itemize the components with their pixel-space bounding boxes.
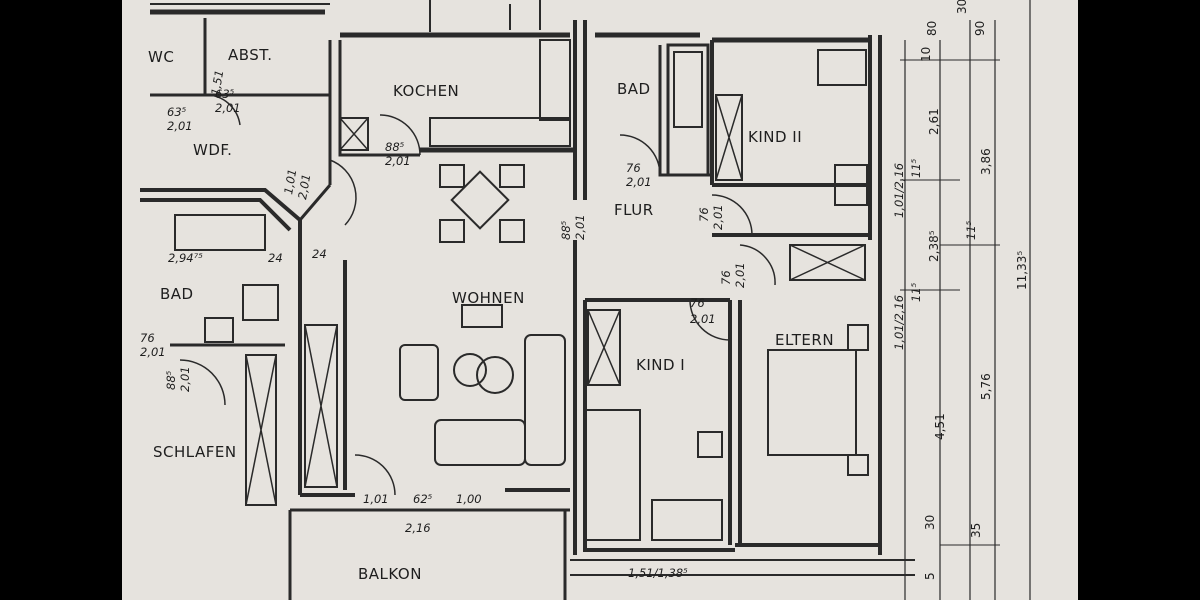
- room-label-eltern: ELTERN: [775, 331, 834, 349]
- dim-window-kind2: 1,01/2,16: [892, 163, 906, 218]
- dim-col4-11335: 11,33⁵: [1015, 251, 1029, 290]
- dim-wc-door-height: 2,01: [167, 119, 193, 133]
- dim-wall-115-a: 11⁵: [909, 158, 923, 178]
- dim-bad-left-wall: 2,94⁷⁵: [168, 251, 203, 265]
- dim-wdf-door-height: 2,01: [295, 173, 313, 201]
- dim-kochen-door-height: 2,01: [385, 154, 411, 168]
- dim-abst-door-width: 63⁵: [215, 87, 235, 101]
- dim-wc-window: 1,51: [208, 69, 226, 97]
- dim-schlafen-door-width: 88⁵: [164, 370, 178, 390]
- dim-balkon-door-a: 1,01: [363, 492, 389, 506]
- dim-kind1-door-width: 76: [690, 296, 705, 310]
- dim-kind2-door-height: 2,01: [711, 204, 725, 230]
- dim-col4-30: 30: [955, 0, 969, 14]
- left-black-bar: [0, 0, 122, 600]
- dim-balkon-door-c: 1,00: [456, 492, 482, 506]
- room-label-bad-left: BAD: [160, 285, 194, 303]
- right-black-bar: [1078, 0, 1200, 600]
- dim-wall-115-c: 11⁵: [909, 282, 923, 302]
- dim-col1-451: 4,51: [933, 413, 947, 440]
- room-label-kochen: KOCHEN: [393, 82, 459, 100]
- dim-flur-opening-width: 88⁵: [559, 220, 573, 240]
- room-label-abst: ABST.: [228, 46, 272, 64]
- room-label-kind-2: KIND II: [748, 128, 802, 146]
- room-label-balkon: BALKON: [358, 565, 422, 583]
- dim-wc-door-width: 63⁵: [167, 105, 187, 119]
- dim-col1-5: 5: [923, 572, 937, 580]
- dim-window-eltern: 1,01/2,16: [892, 295, 906, 350]
- dim-wdf-door-width: 1,01: [281, 168, 299, 196]
- dim-wall-115-b: 11⁵: [964, 220, 978, 240]
- dim-bad-door-height: 2,01: [626, 175, 652, 189]
- room-label-bad-top: BAD: [617, 80, 651, 98]
- dim-col1-261: 2,61: [927, 108, 941, 135]
- room-label-wc: WC: [148, 48, 174, 66]
- dim-col2-80: 80: [925, 21, 939, 36]
- dim-kind1-window: 1,51/1,38⁵: [628, 566, 688, 580]
- dim-wall-24b: 24: [312, 247, 327, 261]
- room-label-flur: FLUR: [614, 201, 654, 219]
- dim-bad-door-width: 76: [626, 161, 641, 175]
- room-label-wohnen: WOHNEN: [452, 289, 525, 307]
- dim-col2-35: 35: [969, 523, 983, 538]
- dim-balkon-door-b: 62⁵: [413, 492, 433, 506]
- dim-eltern-door-height: 2,01: [733, 262, 747, 288]
- dim-col1-30: 30: [923, 515, 937, 530]
- dim-kind2-door-width: 76: [697, 207, 711, 222]
- room-labels: WC ABST. WDF. KOCHEN BAD KIND II FLUR BA…: [148, 46, 834, 583]
- dim-kochen-door-width: 88⁵: [385, 140, 405, 154]
- dimension-labels: 63⁵ 2,01 63⁵ 2,01 1,51 88⁵ 2,01 1,01 2,0…: [140, 69, 978, 580]
- dim-col3-90: 90: [973, 21, 987, 36]
- dim-abst-door-height: 2,01: [215, 101, 241, 115]
- dim-wall-24a: 24: [268, 251, 283, 265]
- room-label-wdf: WDF.: [193, 141, 232, 159]
- dim-balkon-total: 2,16: [405, 521, 431, 535]
- right-dimension-chain: 10 2,61 4,51 30 5 80 3,86 2,38⁵ 5,76 35 …: [919, 0, 1029, 580]
- dim-bad-left-door-height: 2,01: [140, 345, 166, 359]
- dim-bad-left-door-width: 76: [140, 331, 155, 345]
- dim-kind1-door-height: 2,01: [690, 312, 716, 326]
- dim-col2-386: 3,86: [979, 148, 993, 175]
- dim-col1-10: 10: [919, 47, 933, 62]
- room-label-schlafen: SCHLAFEN: [153, 443, 237, 461]
- dim-schlafen-door-height: 2,01: [178, 366, 192, 392]
- dim-flur-opening-height: 2,01: [573, 214, 587, 240]
- dim-col2-576: 5,76: [979, 373, 993, 400]
- dim-col2-2385: 2,38⁵: [927, 230, 941, 262]
- floor-plan-walls: [140, 0, 1031, 600]
- room-label-kind-1: KIND I: [636, 356, 685, 374]
- dim-eltern-door-width: 76: [719, 270, 733, 285]
